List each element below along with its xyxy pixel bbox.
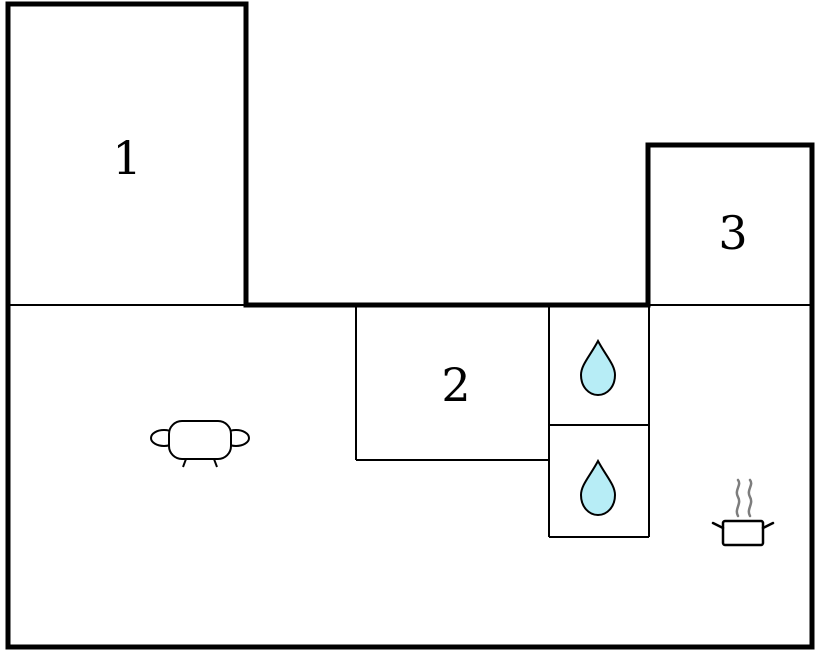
sofa-leg xyxy=(182,458,187,468)
room-2-label: 2 xyxy=(441,358,470,412)
sofa-icon xyxy=(150,420,250,468)
steam-line xyxy=(747,478,753,518)
steam-line xyxy=(735,478,741,518)
sofa-leg xyxy=(213,458,218,468)
water-drop-icon xyxy=(579,338,617,397)
pot-right-handle xyxy=(761,521,775,530)
pot-body xyxy=(721,519,765,547)
room-1-label: 1 xyxy=(112,131,141,185)
water-drop-shape xyxy=(579,338,617,397)
room-3-label: 3 xyxy=(718,206,747,260)
cooking-pot-icon xyxy=(711,478,775,547)
sofa-body xyxy=(168,420,232,460)
water-drop-shape xyxy=(579,458,617,517)
water-drop-icon xyxy=(579,458,617,517)
pot-left-handle xyxy=(711,521,725,530)
exterior-wall xyxy=(5,1,815,650)
